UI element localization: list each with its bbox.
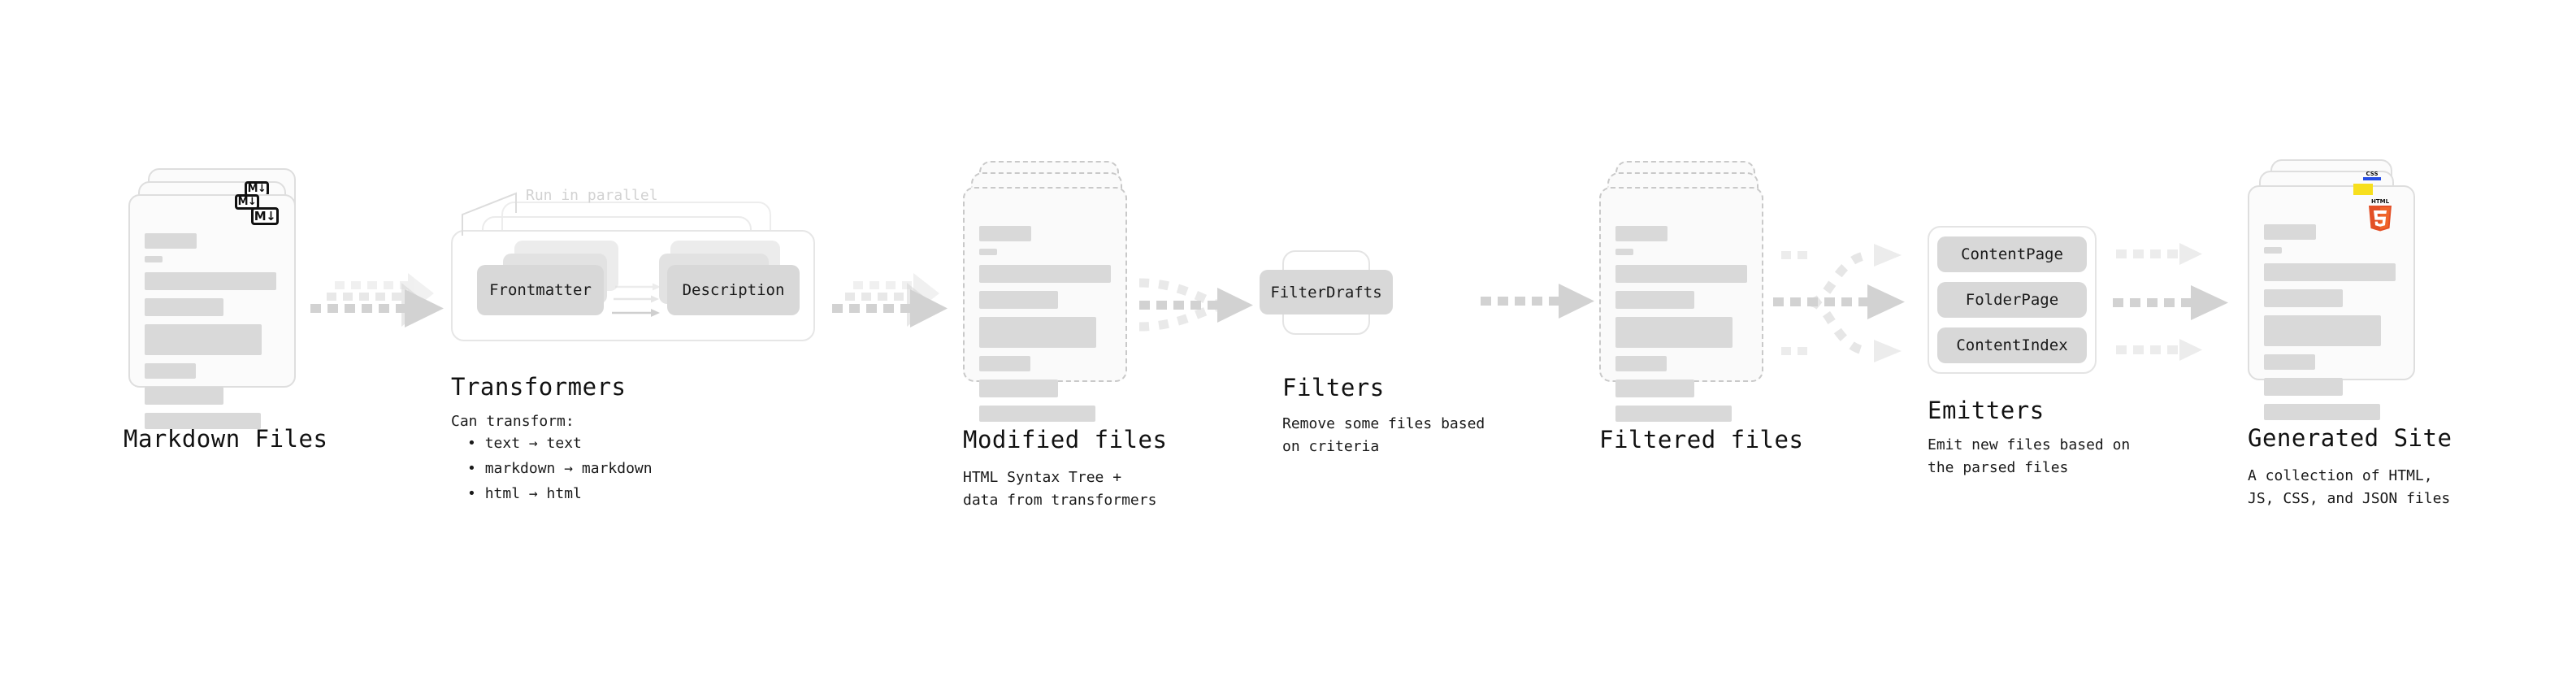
emitter-chip-contentpage[interactable]: ContentPage bbox=[1937, 236, 2087, 272]
filter-chip-filterdrafts[interactable]: FilterDrafts bbox=[1260, 270, 1393, 314]
transformer-chip-description-label: Description bbox=[682, 281, 785, 299]
transformers-caption-intro: Can transform: bbox=[451, 413, 575, 430]
emitter-chip-folderpage[interactable]: FolderPage bbox=[1937, 282, 2087, 318]
label-transformers: Transformers bbox=[451, 373, 627, 401]
connector-filtered-to-emitters bbox=[1772, 228, 1926, 382]
transformer-chip-frontmatter[interactable]: Frontmatter bbox=[477, 265, 604, 315]
transformer-chip-description[interactable]: Description bbox=[667, 265, 800, 315]
stage-filtered-files bbox=[1599, 161, 1767, 422]
label-filters: Filters bbox=[1282, 374, 1385, 401]
filtered-skeleton bbox=[1615, 226, 1747, 422]
site-sheet-front bbox=[2248, 185, 2415, 420]
js-badge-square bbox=[2353, 184, 2373, 195]
modified-files-caption: HTML Syntax Tree +data from transformers bbox=[963, 469, 1157, 509]
markdown-skeleton bbox=[145, 233, 280, 429]
run-in-parallel-leader bbox=[459, 190, 549, 239]
connector-filters-to-filtered bbox=[1479, 280, 1601, 321]
transformers-bullet-list: • text → text • markdown → markdown • ht… bbox=[467, 432, 653, 507]
site-skeleton bbox=[2264, 224, 2399, 420]
modified-sheet-front bbox=[963, 187, 1127, 422]
markdown-badge-back-1: M↓ bbox=[235, 194, 259, 210]
javascript-icon bbox=[2353, 184, 2373, 195]
label-filtered-files: Filtered files bbox=[1599, 426, 1804, 453]
transformers-bullet-1: • markdown → markdown bbox=[467, 459, 653, 477]
connector-emitters-to-site bbox=[2113, 230, 2259, 376]
html5-icon: HTML bbox=[2366, 197, 2394, 232]
emitter-chip-contentindex-label: ContentIndex bbox=[1956, 336, 2068, 354]
generated-site-stack: CSS HTML bbox=[2248, 159, 2415, 420]
connector-md-to-transformers bbox=[304, 268, 458, 333]
markdown-sheet-front bbox=[128, 194, 296, 429]
transformer-chip-frontmatter-label: Frontmatter bbox=[489, 281, 592, 299]
connector-transformers-to-modified bbox=[829, 268, 975, 333]
stage-modified-files bbox=[963, 161, 1130, 422]
stage-markdown-files: M↓ M↓ M↓ bbox=[128, 168, 296, 429]
filter-chip-filterdrafts-label: FilterDrafts bbox=[1270, 283, 1382, 301]
filtered-file-stack bbox=[1599, 161, 1767, 422]
label-emitters: Emitters bbox=[1928, 397, 2045, 424]
emitter-chip-contentpage-label: ContentPage bbox=[1961, 245, 2063, 263]
label-markdown-files: Markdown Files bbox=[124, 425, 328, 453]
svg-text:HTML: HTML bbox=[2371, 198, 2390, 205]
transformers-bullet-2: • html → html bbox=[467, 484, 582, 502]
filtered-sheet-front bbox=[1599, 187, 1763, 422]
emitter-chip-contentindex[interactable]: ContentIndex bbox=[1937, 327, 2087, 363]
transformers-inner-arrows bbox=[612, 281, 669, 323]
markdown-badge: M↓ bbox=[251, 207, 279, 225]
label-generated-site: Generated Site bbox=[2248, 424, 2452, 452]
css3-icon: CSS bbox=[2361, 169, 2383, 182]
stage-generated-site: CSS HTML bbox=[2248, 159, 2415, 420]
svg-text:CSS: CSS bbox=[2366, 171, 2378, 177]
run-in-parallel-note: Run in parallel bbox=[526, 187, 658, 204]
label-modified-files: Modified files bbox=[963, 426, 1168, 453]
emitter-chip-folderpage-label: FolderPage bbox=[1965, 291, 2059, 309]
connector-modified-to-filters bbox=[1138, 268, 1276, 333]
transformers-bullet-0: • text → text bbox=[467, 435, 582, 452]
modified-skeleton bbox=[979, 226, 1111, 422]
modified-file-stack bbox=[963, 161, 1130, 422]
generated-site-caption: A collection of HTML,JS, CSS, and JSON f… bbox=[2248, 467, 2451, 507]
markdown-file-stack: M↓ M↓ M↓ bbox=[128, 168, 296, 429]
